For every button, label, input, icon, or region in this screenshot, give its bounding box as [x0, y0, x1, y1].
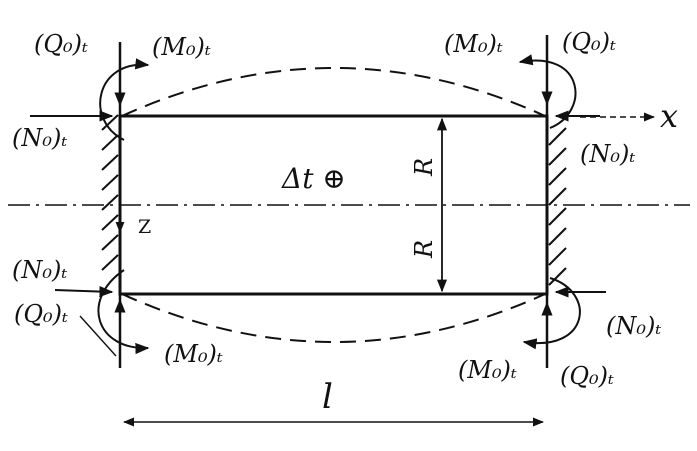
label-m0-top-right: (M₀)ₜ: [444, 30, 503, 58]
label-q0-top-right: (Q₀)ₜ: [562, 28, 616, 56]
right-fixed-support: [545, 35, 567, 368]
label-radius-bottom: R: [410, 240, 438, 259]
label-q0-bottom-left: (Q₀)ₜ: [14, 300, 68, 328]
right-wall-hatching: [548, 127, 567, 286]
label-x-axis: x: [660, 97, 678, 135]
label-z-axis: Z: [138, 216, 151, 238]
label-radius-top: R: [410, 158, 438, 177]
label-n0-top-right: (N₀)ₜ: [580, 140, 635, 168]
q0-leader-bottom-left: [79, 315, 117, 357]
deflected-shape-bottom: [121, 293, 546, 343]
left-wall-hatching: [101, 114, 119, 271]
moment-arrow-bottom-left: [97, 269, 150, 355]
label-q0-top-left: (Q₀)ₜ: [34, 30, 88, 58]
moment-arrow-bottom-right: [522, 277, 581, 350]
label-m0-bottom-left: (M₀)ₜ: [164, 340, 223, 368]
label-n0-bottom-left: (N₀)ₜ: [12, 256, 67, 284]
label-delta-t: Δt ⊕: [281, 162, 346, 195]
label-m0-bottom-right: (M₀)ₜ: [458, 356, 517, 384]
label-q0-bottom-right: (Q₀)ₜ: [560, 362, 614, 390]
label-m0-top-left: (M₀)ₜ: [152, 33, 211, 61]
moment-arrow-top-left: [99, 58, 150, 141]
deflected-shape-top: [121, 67, 546, 117]
label-n0-bottom-right: (N₀)ₜ: [606, 312, 661, 340]
label-length: l: [322, 377, 333, 417]
label-n0-top-left: (N₀)ₜ: [12, 124, 67, 152]
